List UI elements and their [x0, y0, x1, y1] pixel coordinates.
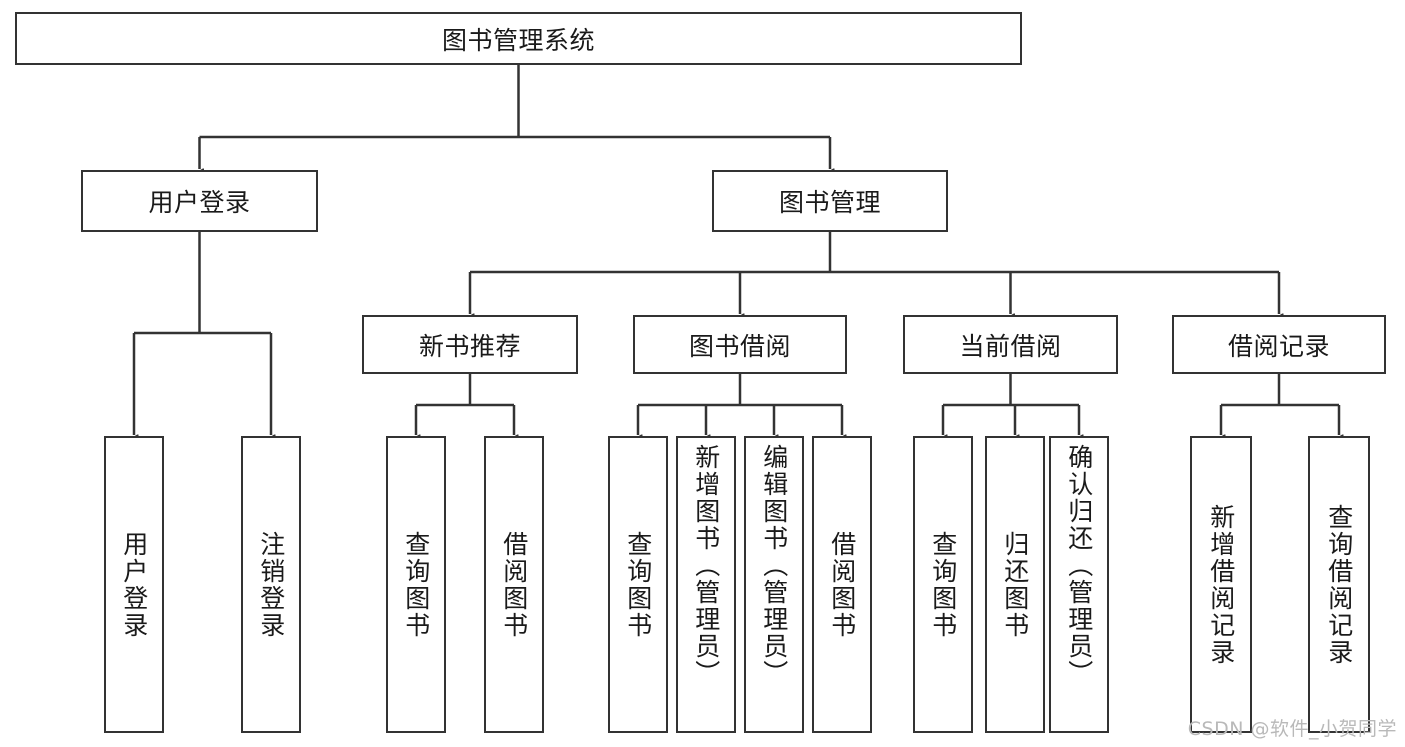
- node-label: 借阅记录: [1227, 331, 1330, 361]
- node-leaf-confirm-return[interactable]: 确认归还（管理员）: [1049, 436, 1109, 733]
- node-book-borrow[interactable]: 图书借阅: [633, 315, 847, 374]
- node-leaf-edit-book[interactable]: 编辑图书（管理员）: [744, 436, 804, 733]
- node-label: 确认归还（管理员）: [1064, 444, 1094, 687]
- node-leaf-query-book-2[interactable]: 查询图书: [608, 436, 668, 733]
- node-label: 新增借阅记录: [1206, 503, 1236, 666]
- node-user-login[interactable]: 用户登录: [81, 170, 318, 232]
- node-label: 当前借阅: [959, 331, 1062, 361]
- node-leaf-borrow-book-2[interactable]: 借阅图书: [812, 436, 872, 733]
- node-leaf-logout[interactable]: 注销登录: [241, 436, 301, 733]
- node-label: 用户登录: [119, 530, 149, 639]
- node-leaf-return-book[interactable]: 归还图书: [985, 436, 1045, 733]
- node-root[interactable]: 图书管理系统: [15, 12, 1022, 65]
- node-label: 借阅图书: [499, 530, 529, 639]
- node-label: 图书借阅: [688, 331, 791, 361]
- node-label: 新增图书（管理员）: [691, 444, 721, 687]
- node-label: 注销登录: [256, 530, 286, 639]
- node-leaf-query-book-1[interactable]: 查询图书: [386, 436, 446, 733]
- node-label: 借阅图书: [827, 530, 857, 639]
- node-leaf-add-book[interactable]: 新增图书（管理员）: [676, 436, 736, 733]
- node-new-book-recommend[interactable]: 新书推荐: [362, 315, 578, 374]
- node-label: 用户登录: [148, 188, 251, 217]
- node-leaf-add-record[interactable]: 新增借阅记录: [1190, 436, 1252, 733]
- node-label: 归还图书: [1000, 530, 1030, 639]
- node-borrow-record[interactable]: 借阅记录: [1172, 315, 1386, 374]
- node-book-manage[interactable]: 图书管理: [712, 170, 948, 232]
- node-label: 图书管理: [778, 188, 881, 217]
- node-label: 图书管理系统: [441, 25, 595, 55]
- node-label: 查询图书: [623, 530, 653, 639]
- csdn-watermark: CSDN @软件_小贺同学: [1187, 718, 1397, 740]
- node-leaf-user-login[interactable]: 用户登录: [104, 436, 164, 733]
- node-label: 查询借阅记录: [1324, 503, 1354, 666]
- node-label: 新书推荐: [418, 331, 521, 361]
- node-label: 查询图书: [401, 530, 431, 639]
- node-current-borrow[interactable]: 当前借阅: [903, 315, 1118, 374]
- node-leaf-borrow-book-1[interactable]: 借阅图书: [484, 436, 544, 733]
- node-label: 查询图书: [928, 530, 958, 639]
- node-leaf-query-record[interactable]: 查询借阅记录: [1308, 436, 1370, 733]
- node-leaf-query-book-3[interactable]: 查询图书: [913, 436, 973, 733]
- node-label: 编辑图书（管理员）: [759, 444, 789, 687]
